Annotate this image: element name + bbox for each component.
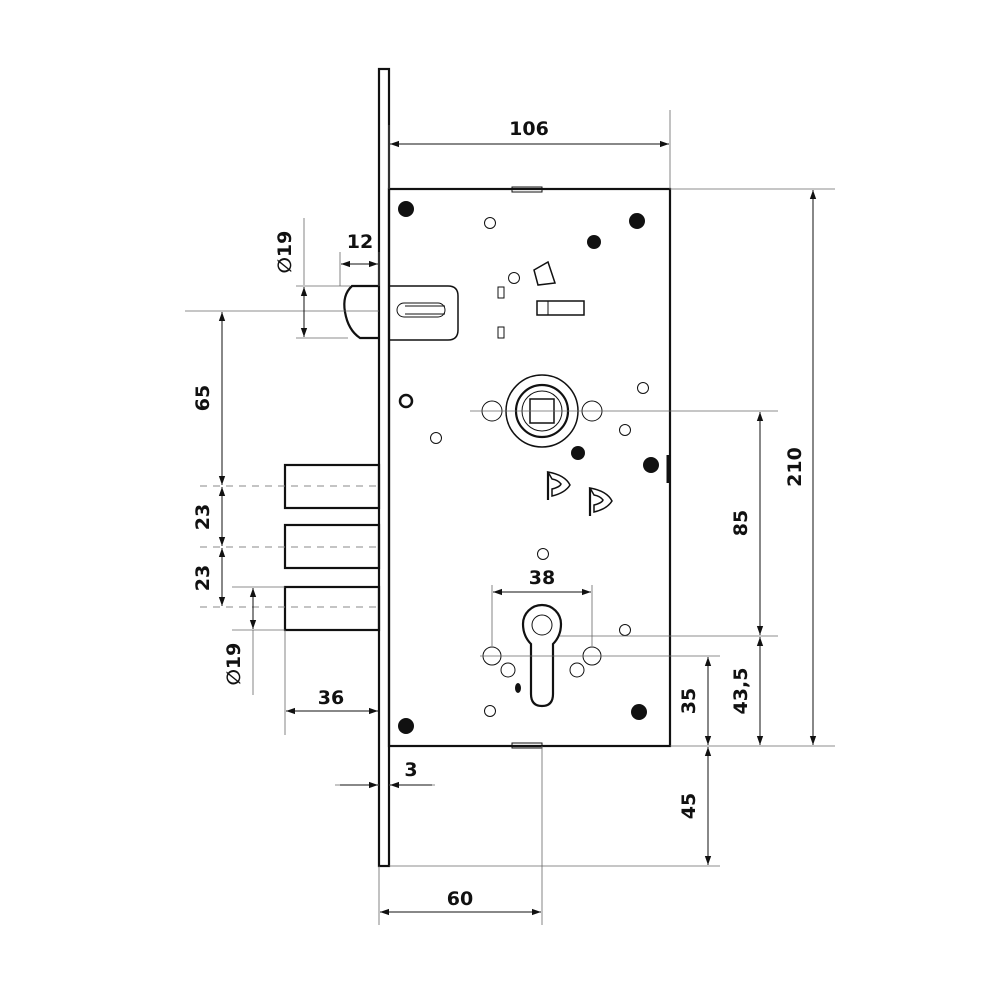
dim-bolt-spacing-2: 23 <box>192 565 214 591</box>
dim-latch-diameter: ∅19 <box>274 231 296 274</box>
dim-bolt-diameter: ∅19 <box>223 643 245 686</box>
dim-latch-projection: 12 <box>347 231 373 253</box>
dim-cylinder-hole-spacing: 38 <box>529 567 555 589</box>
dim-faceplate-thickness: 3 <box>404 759 417 781</box>
dim-body-width: 106 <box>509 118 549 140</box>
cylinder-cutout <box>482 603 602 708</box>
dim-latch-to-bolt: 65 <box>192 385 214 411</box>
dim-bolt-spacing-1: 23 <box>192 504 214 530</box>
lock-body <box>387 187 672 748</box>
mounting-screws <box>398 201 659 734</box>
top-notch <box>511 186 543 193</box>
small-holes <box>398 217 649 717</box>
dim-faceplate-extension: 45 <box>678 793 700 819</box>
dim-backset: 60 <box>447 888 473 910</box>
dim-bolt-throw: 36 <box>318 687 344 709</box>
dim-cylinder-to-bottom: 35 <box>678 688 700 714</box>
bolt-centerlines <box>200 485 379 608</box>
dim-cylinder-center-to-bottom: 43,5 <box>730 668 752 715</box>
dead-bolt-3 <box>283 585 381 632</box>
dim-height-total: 210 <box>784 447 806 487</box>
dimension-lines <box>218 140 817 916</box>
faceplate <box>377 67 391 868</box>
internal-parts <box>497 260 613 516</box>
bottom-notch <box>511 742 543 749</box>
extension-lines <box>185 110 835 925</box>
dim-handle-to-cylinder: 85 <box>730 510 752 536</box>
latch-bolt <box>343 284 459 341</box>
dimension-labels: 106 210 85 43,5 35 45 60 3 36 38 65 23 2… <box>192 118 806 910</box>
